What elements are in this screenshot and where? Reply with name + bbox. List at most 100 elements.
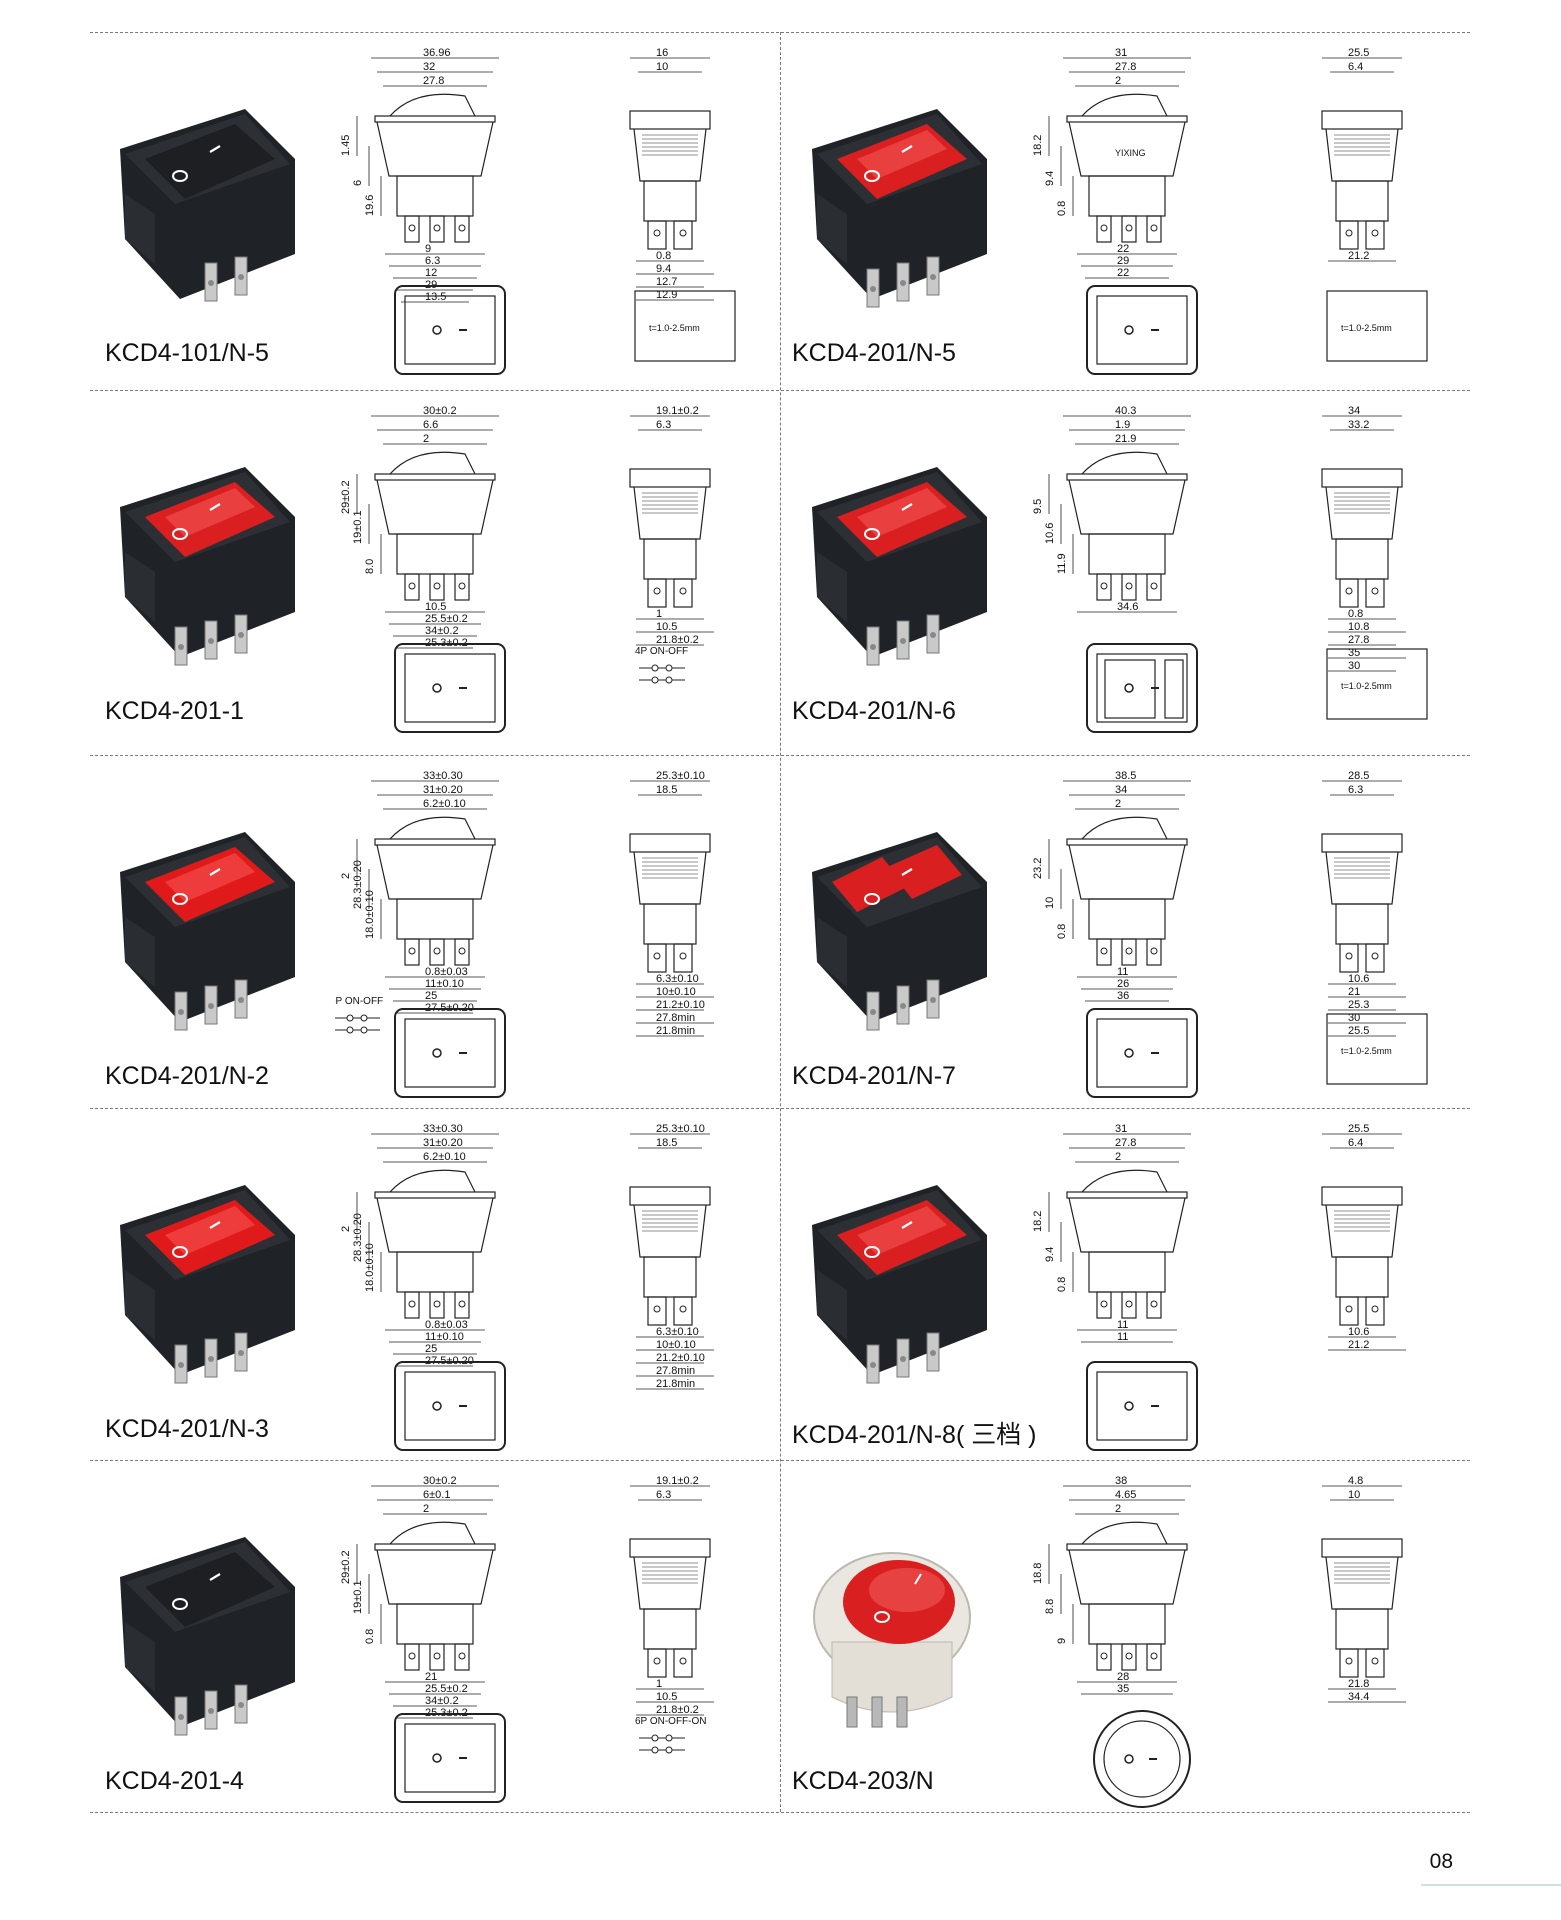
dimension-label: 0.8±0.03: [425, 966, 468, 978]
drawing-outline: [629, 833, 711, 853]
drawing-outline: [1086, 285, 1198, 375]
dimension-label: 10.6: [1348, 973, 1369, 985]
dimension-label: 6.4: [1348, 61, 1363, 73]
dimension-label: 25.3±0.10: [656, 770, 705, 782]
drawing-outline: [1164, 659, 1184, 719]
dimension-label: 23.2: [1032, 858, 1044, 879]
dimension-label: 4.65: [1115, 1489, 1136, 1501]
drawing-outline: [1088, 1251, 1166, 1293]
dimension-label: 34: [1115, 784, 1127, 796]
product-photo-shape: [120, 467, 295, 666]
side-view-drawing: 25.3±0.1018.56.3±0.1010±0.1021.2±0.1027.…: [629, 1123, 714, 1390]
drawing-outline: [404, 1723, 496, 1793]
dimension-label: 0.8: [1056, 924, 1068, 939]
drawing-outline: [396, 1251, 474, 1293]
drawing-outline: [1365, 1296, 1385, 1326]
switch-face-drawing: [394, 1008, 506, 1098]
drawing-outline: [1365, 578, 1385, 608]
dimension-label: 6.3: [425, 255, 440, 267]
drawing-outline: [1121, 215, 1137, 243]
drawing-outline: [1321, 110, 1403, 130]
dimension-label: 10.6: [1044, 523, 1056, 544]
drawing-outline: [1335, 903, 1389, 945]
dimension-label: 6.2±0.10: [423, 798, 466, 810]
drawing-outline: [673, 578, 693, 608]
dimension-label: 18.8: [1032, 1563, 1044, 1584]
drawing-outline: [374, 1543, 496, 1551]
drawing-line: [901, 145, 913, 153]
product-photo-shape: [120, 109, 295, 302]
dimension-label: 0.8: [364, 1629, 376, 1644]
drawing-outline: [404, 215, 420, 243]
cutout-thickness-note: t=1.0-2.5mm: [649, 323, 700, 333]
drawing-outline: [1096, 1291, 1112, 1319]
dimension-label: 10: [656, 61, 668, 73]
drawing-outline: [673, 220, 693, 250]
dimension-label: 6.3: [1348, 784, 1363, 796]
drawing-outline: [429, 1643, 445, 1671]
drawing-outline: [404, 1018, 496, 1088]
drawing-outline: [1335, 180, 1389, 222]
dimension-label: 9.5: [1032, 499, 1044, 514]
dimension-label: 13.5: [425, 291, 446, 303]
dimension-label: 2: [423, 433, 429, 445]
dimension-label: 9.4: [1044, 171, 1056, 186]
dimension-label: 21: [1348, 986, 1360, 998]
drawing-outline: [1146, 215, 1162, 243]
drawing-line: [914, 1573, 922, 1585]
drawing-outline: [404, 653, 496, 723]
dimension-label: 10.5: [425, 601, 446, 613]
dimension-label: 21: [425, 1671, 437, 1683]
dimension-label: 6: [352, 180, 364, 186]
dimension-label: 28.3±0.20: [352, 860, 364, 909]
product-model-label: KCD4-201/N-2: [105, 1062, 269, 1090]
side-view-drawing: 25.3±0.1018.56.3±0.1010±0.1021.2±0.1027.…: [629, 770, 714, 1037]
dimension-label: 19±0.1: [352, 1580, 364, 1614]
drawing-line: [209, 1573, 221, 1581]
dimension-label: 25.5: [1348, 1123, 1369, 1135]
dimension-label: 27.8min: [656, 1012, 695, 1024]
dimension-label: 6.2±0.10: [423, 1151, 466, 1163]
switch-face-drawing: [394, 285, 506, 375]
dimension-label: 33.2: [1348, 419, 1369, 431]
drawing-outline: [629, 1538, 711, 1558]
front-view-drawing: 30±0.26.6229±0.219±0.18.010.525.5±0.234±…: [340, 405, 499, 649]
drawing-outline: [1146, 1643, 1162, 1671]
technical-drawings: 30±0.26±0.1229±0.219±0.10.82125.5±0.234±…: [340, 1475, 714, 1803]
dimension-label: 19.6: [364, 195, 376, 216]
drawing-outline: [1326, 648, 1428, 720]
drawing-outline: [1096, 573, 1112, 601]
drawing-outline: [374, 838, 496, 846]
dimension-label: 1: [656, 1678, 662, 1690]
switch-face-drawing: [1086, 643, 1198, 733]
drawing-outline: [1096, 1371, 1188, 1441]
product-photo: [812, 832, 987, 1031]
dimension-label: 9.4: [1044, 1247, 1056, 1262]
dimension-label: 16: [656, 47, 668, 59]
drawing-outline: [394, 1008, 506, 1098]
grid-line-bottom: [90, 1812, 1470, 1813]
switch-face-drawing: [1086, 1008, 1198, 1098]
dimension-label: 2: [1115, 75, 1121, 87]
dimension-label: 21.8: [1348, 1678, 1369, 1690]
product-photo-shape: [120, 832, 295, 1031]
dimension-label: 31±0.20: [423, 784, 463, 796]
page-number: 08: [1429, 1850, 1453, 1873]
dimension-label: 11: [1117, 1319, 1128, 1331]
product-photo: [120, 1185, 295, 1384]
drawing-outline: [374, 473, 496, 481]
drawing-outline: [396, 175, 474, 217]
dimension-label: 31: [1115, 47, 1127, 59]
dimension-label: 2: [340, 873, 352, 879]
dimension-label: 30±0.2: [423, 1475, 457, 1487]
dimension-label: 11: [1117, 966, 1128, 978]
